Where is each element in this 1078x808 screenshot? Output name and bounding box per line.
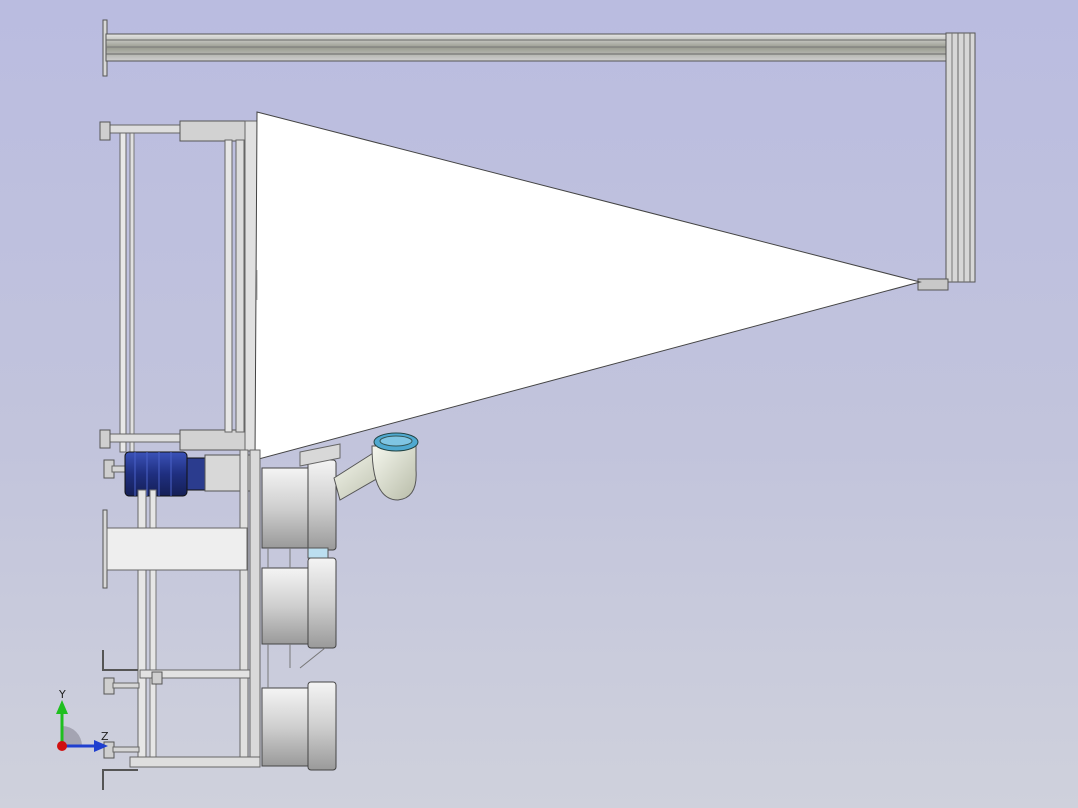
lower-frame[interactable]: [102, 449, 261, 790]
upper-frame[interactable]: [99, 120, 259, 453]
elbow-pipe[interactable]: [299, 432, 419, 501]
hopper-cone[interactable]: [254, 111, 922, 461]
right-column[interactable]: [917, 32, 976, 291]
tank-supports: [267, 548, 326, 688]
top-beam[interactable]: [102, 19, 952, 77]
triad-y-label: Y: [58, 688, 66, 701]
triad-z-label: Z: [101, 730, 109, 743]
coordinate-triad: Y Z: [56, 688, 109, 752]
tank-lower[interactable]: [261, 681, 337, 771]
tank-upper[interactable]: [261, 459, 337, 551]
tank-middle[interactable]: [261, 547, 337, 649]
drive-motor[interactable]: [103, 451, 251, 497]
